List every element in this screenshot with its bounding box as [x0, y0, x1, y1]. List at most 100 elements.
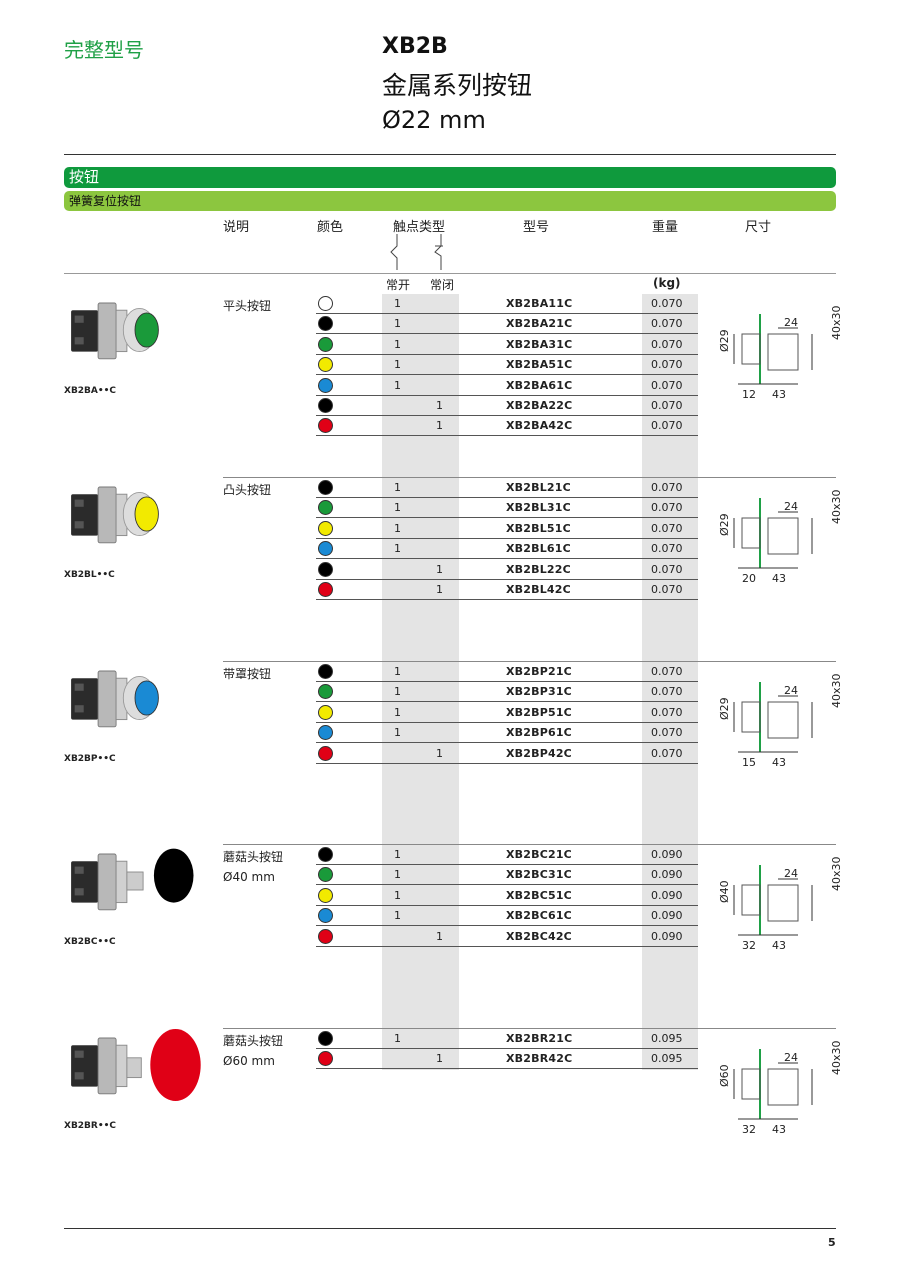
- weight-value: 0.070: [651, 399, 683, 412]
- normally-open-count: 1: [394, 705, 401, 719]
- weight-value: 0.070: [651, 501, 683, 515]
- section-rule: [223, 844, 836, 845]
- dim-side: 40x30: [830, 305, 843, 340]
- description-line: 凸头按钮: [223, 483, 272, 497]
- table-row: 1 XB2BA51C 0.070: [316, 355, 698, 376]
- color-swatch-blue: [318, 908, 333, 924]
- dim-top: 24: [784, 316, 798, 329]
- normally-open-count: 1: [394, 358, 401, 372]
- weight-value: 0.070: [651, 583, 683, 596]
- weight-value: 0.070: [651, 746, 683, 760]
- model-number: XB2BR21C: [506, 1032, 573, 1045]
- weight-value: 0.095: [651, 1052, 683, 1066]
- normally-open-count: 1: [394, 521, 401, 535]
- normally-closed-count: 1: [436, 929, 443, 943]
- product-caption: XB2BP••C: [64, 754, 116, 764]
- dim-left: 32: [742, 939, 756, 952]
- model-number: XB2BP21C: [506, 665, 572, 678]
- dim-side: 40x30: [830, 856, 843, 891]
- color-swatch-black: [318, 316, 333, 332]
- col-description: 说明: [223, 220, 250, 235]
- contact-column-shade: [382, 294, 459, 1070]
- normally-open-count: 1: [394, 501, 401, 515]
- dim-right: 43: [772, 939, 786, 952]
- model-number: XB2BA42C: [506, 419, 573, 433]
- weight-value: 0.090: [651, 888, 683, 902]
- dim-left: 12: [742, 388, 756, 401]
- section-rule: [223, 477, 836, 478]
- color-swatch-red: [318, 1051, 333, 1067]
- normally-open-count: 1: [394, 297, 401, 310]
- color-swatch-black: [318, 480, 333, 495]
- product-photo: [71, 848, 194, 911]
- weight-value: 0.070: [651, 419, 683, 433]
- dim-side: 40x30: [830, 489, 843, 524]
- dim-right: 43: [772, 388, 786, 401]
- weight-value: 0.070: [651, 317, 683, 331]
- dim-diameter: Ø29: [718, 513, 731, 536]
- col-no: 常开: [386, 278, 411, 292]
- color-swatch-green: [318, 684, 333, 700]
- normally-closed-count: 1: [436, 583, 443, 596]
- dim-diameter: Ø29: [718, 697, 731, 720]
- normally-open-count: 1: [394, 378, 401, 392]
- color-swatch-yellow: [318, 887, 333, 903]
- col-nc: 常闭: [430, 278, 455, 292]
- dim-left: 20: [742, 572, 756, 585]
- weight-value: 0.070: [651, 297, 683, 310]
- color-swatch-black: [318, 398, 333, 413]
- description-line: Ø40 mm: [223, 870, 275, 884]
- normally-closed-count: 1: [436, 419, 443, 433]
- table-row: 1 XB2BP31C 0.070: [316, 682, 698, 703]
- contact-symbol-icon: [390, 234, 443, 270]
- color-swatch-red: [318, 418, 333, 434]
- color-swatch-yellow: [318, 704, 333, 720]
- weight-value: 0.070: [651, 358, 683, 372]
- dim-left: 15: [742, 756, 756, 769]
- model-number: XB2BP31C: [506, 685, 572, 699]
- normally-open-count: 1: [394, 337, 401, 351]
- series-title: XB2B: [382, 34, 448, 59]
- model-number: XB2BL61C: [506, 542, 571, 556]
- footer-rule: [64, 1228, 836, 1229]
- color-swatch-red: [318, 745, 333, 761]
- model-number: XB2BA11C: [506, 297, 573, 310]
- normally-open-count: 1: [394, 685, 401, 699]
- description-line: 蘑菇头按钮: [223, 850, 284, 864]
- product-caption: XB2BR••C: [64, 1121, 116, 1131]
- series-subtitle: 金属系列按钮: [382, 71, 533, 100]
- model-number: XB2BC42C: [506, 929, 572, 943]
- model-number: XB2BC61C: [506, 909, 572, 923]
- model-number: XB2BP51C: [506, 705, 572, 719]
- dim-top: 24: [784, 867, 798, 880]
- product-caption: XB2BC••C: [64, 937, 116, 947]
- page-number: 5: [828, 1236, 836, 1249]
- weight-value: 0.070: [651, 685, 683, 699]
- dim-right: 43: [772, 572, 786, 585]
- model-number: XB2BA51C: [506, 358, 573, 372]
- table-row: 1 XB2BA42C 0.070: [316, 416, 698, 437]
- normally-open-count: 1: [394, 909, 401, 923]
- weight-column-shade: [642, 294, 698, 1070]
- weight-value: 0.070: [651, 562, 683, 576]
- color-swatch-blue: [318, 541, 333, 557]
- col-weight-unit: (kg): [653, 276, 681, 290]
- dim-diameter: Ø40: [718, 880, 731, 903]
